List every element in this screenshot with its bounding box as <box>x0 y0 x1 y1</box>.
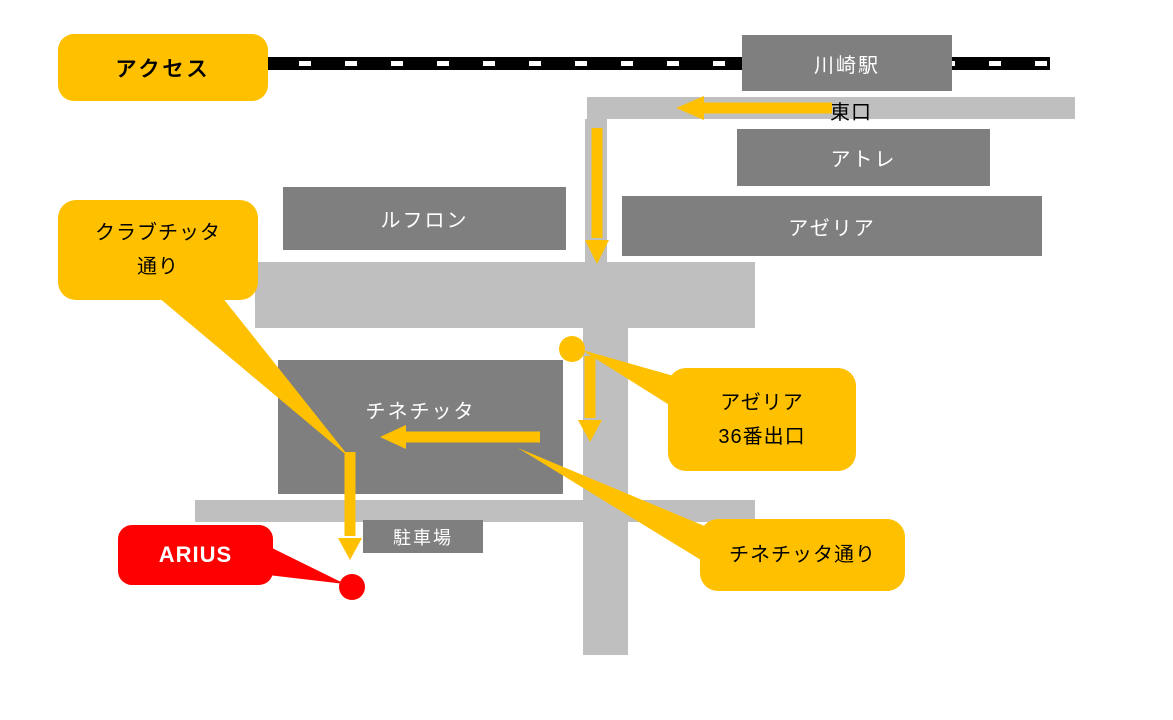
road-lower-vertical <box>583 328 628 655</box>
building-atre-label: アトレ <box>830 149 897 171</box>
exit-junction-dot <box>559 336 585 362</box>
building-cinecitta: チネチッタ <box>278 360 563 494</box>
station-label: 川崎駅 <box>814 54 880 77</box>
road-main-horizontal <box>255 262 755 328</box>
callout-club-citta-street: クラブチッタ 通り <box>58 200 258 300</box>
building-parking: 駐車場 <box>363 520 483 553</box>
building-lefront-label: ルフロン <box>380 210 469 232</box>
building-parking-label: 駐車場 <box>393 527 453 548</box>
page-title: アクセス <box>58 34 268 101</box>
callout-club-citta-street-label: クラブチッタ 通り <box>95 222 221 278</box>
east-exit-label: 東口 <box>830 102 872 124</box>
building-azalea: アゼリア <box>622 196 1042 256</box>
page-title-label: アクセス <box>115 57 211 81</box>
venue-name-label: ARIUS <box>158 542 233 567</box>
building-atre: アトレ <box>737 129 990 186</box>
building-cinecitta-label: チネチッタ <box>365 400 476 423</box>
road-bottom-horizontal <box>195 500 755 522</box>
building-azalea-label: アゼリア <box>788 217 876 240</box>
callout-azalea-exit: アゼリア 36番出口 <box>668 368 856 471</box>
callout-cinecitta-street-label: チネチッタ通り <box>729 544 876 566</box>
venue-location-dot <box>339 574 365 600</box>
callout-azalea-exit-label: アゼリア 36番出口 <box>718 391 806 448</box>
callout-cinecitta-street: チネチッタ通り <box>700 519 905 591</box>
road-upper-vertical <box>585 119 607 262</box>
venue-pointer-tail <box>268 546 345 584</box>
building-lefront: ルフロン <box>283 187 566 250</box>
railway-dash-pattern <box>265 61 1050 66</box>
station-box-kawasaki: 川崎駅 <box>742 35 952 91</box>
venue-box: ARIUS <box>118 525 273 585</box>
